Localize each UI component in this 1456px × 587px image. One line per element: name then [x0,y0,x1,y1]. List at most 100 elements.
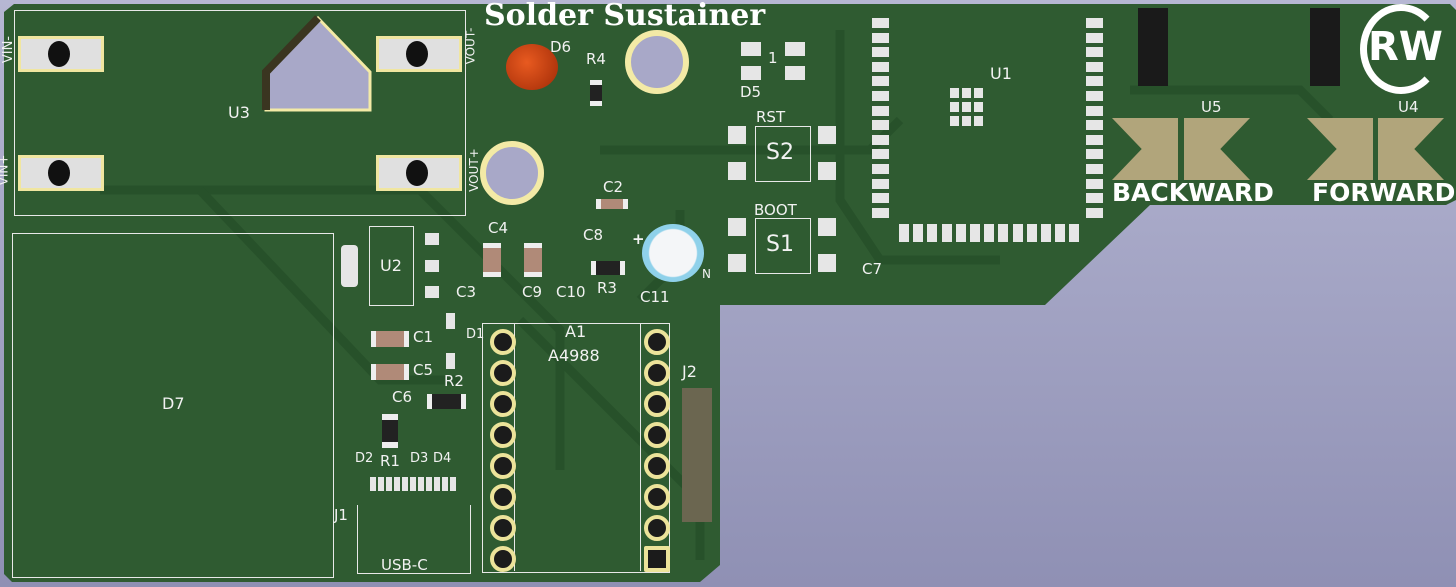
header-connector-right [1310,8,1340,86]
u1-label: U1 [990,64,1012,83]
c3-label: C3 [456,283,477,301]
forward-label: FORWARD [1312,178,1456,207]
u1-pad [955,224,966,242]
c8-label: C8 [583,226,604,244]
c9-capacitor [524,243,542,277]
usb-c-label: USB-C [381,556,428,574]
u1-pad [1086,120,1103,131]
c5-label: C5 [413,361,434,379]
boot-label: BOOT [754,201,797,219]
u1-pad [872,47,889,58]
s2-rst-button[interactable] [755,126,811,182]
d2-label: D2 [355,451,374,466]
a1-pin [490,360,516,386]
usb-c-pins [370,477,456,491]
u1-pad [950,116,959,126]
u1-pad [1026,224,1037,242]
u1-pad [962,102,971,112]
j2-connector [682,388,712,522]
a1-pin [490,484,516,510]
u1-pad [872,193,889,204]
u1-pad [1086,178,1103,189]
a1-pin [490,422,516,448]
u5-label: U5 [1201,98,1222,116]
s1-label: S1 [766,232,794,257]
backward-label: BACKWARD [1112,178,1274,207]
u1-pad [872,91,889,101]
u1-pad [872,61,889,72]
u3-outline [14,10,466,216]
a4988-label: A4988 [548,346,600,365]
d5-pin1-label: 1 [768,49,778,67]
a1-pin [490,515,516,541]
c2-label: C2 [603,178,624,196]
u1-pad [950,102,959,112]
a1-pin [490,391,516,417]
a1-pin [644,453,670,479]
j2-label: J2 [682,362,697,381]
u1-pad [872,32,889,43]
u1-pad [974,102,983,112]
d5-label: D5 [740,83,762,101]
rst-label: RST [756,108,786,126]
r1-label: R1 [380,452,400,470]
u1-pad [913,224,924,242]
vout-minus-label: VOUT- [463,27,478,65]
d4-label: D4 [433,451,452,466]
u1-pad [1086,18,1103,28]
d1-label: D1 [466,327,485,342]
u1-pad [1086,47,1103,58]
u1-pad [872,207,889,218]
u2-outline [369,226,414,306]
a1-outline [482,323,670,573]
r2-resistor [427,394,466,409]
a1-pin [644,422,670,448]
u1-pad [1012,224,1023,242]
d7-label: D7 [162,394,185,413]
c10-label: C10 [556,283,586,301]
u1-pad [1086,193,1103,204]
r1-resistor [382,414,398,448]
u1-pad [1086,32,1103,43]
u4-label: U4 [1398,98,1419,116]
a1-pin [644,546,670,572]
header-connector-left [1138,8,1168,86]
u1-pad [1086,134,1103,145]
a1-pin [644,329,670,355]
u1-pad [1086,105,1103,116]
r3-resistor [591,261,625,275]
u1-pad [872,120,889,131]
u1-pad [941,224,952,242]
u2-label: U2 [380,256,402,275]
u3-inductor [262,15,372,112]
u1-pad [1086,91,1103,101]
d3-label: D3 [410,451,429,466]
s1-boot-button[interactable] [755,218,811,274]
u1-pad [1086,61,1103,72]
vin-plus-label: VIN+ [0,154,11,186]
led-d6 [506,44,558,90]
c11-plus-label: + [632,230,645,248]
u1-pad [1055,224,1066,242]
c11-label: C11 [640,288,670,306]
c9-label: C9 [522,283,543,301]
s2-label: S2 [766,140,794,165]
usb-c-connector-j1 [357,505,471,574]
j1-label: J1 [334,506,348,524]
c1-label: C1 [413,328,434,346]
a1-pin [490,453,516,479]
u1-pad [872,76,889,87]
u1-pad [872,105,889,116]
a1-label: A1 [565,322,587,341]
u1-pad [998,224,1009,242]
u1-pad [1086,164,1103,174]
a1-pin [644,360,670,386]
c11-n-label: N [702,267,711,281]
u1-module [872,10,1107,245]
u1-pad [872,18,889,28]
r2-label: R2 [444,372,464,390]
a1-pin [644,391,670,417]
a1-pin [490,546,516,572]
u1-pad [1086,149,1103,160]
